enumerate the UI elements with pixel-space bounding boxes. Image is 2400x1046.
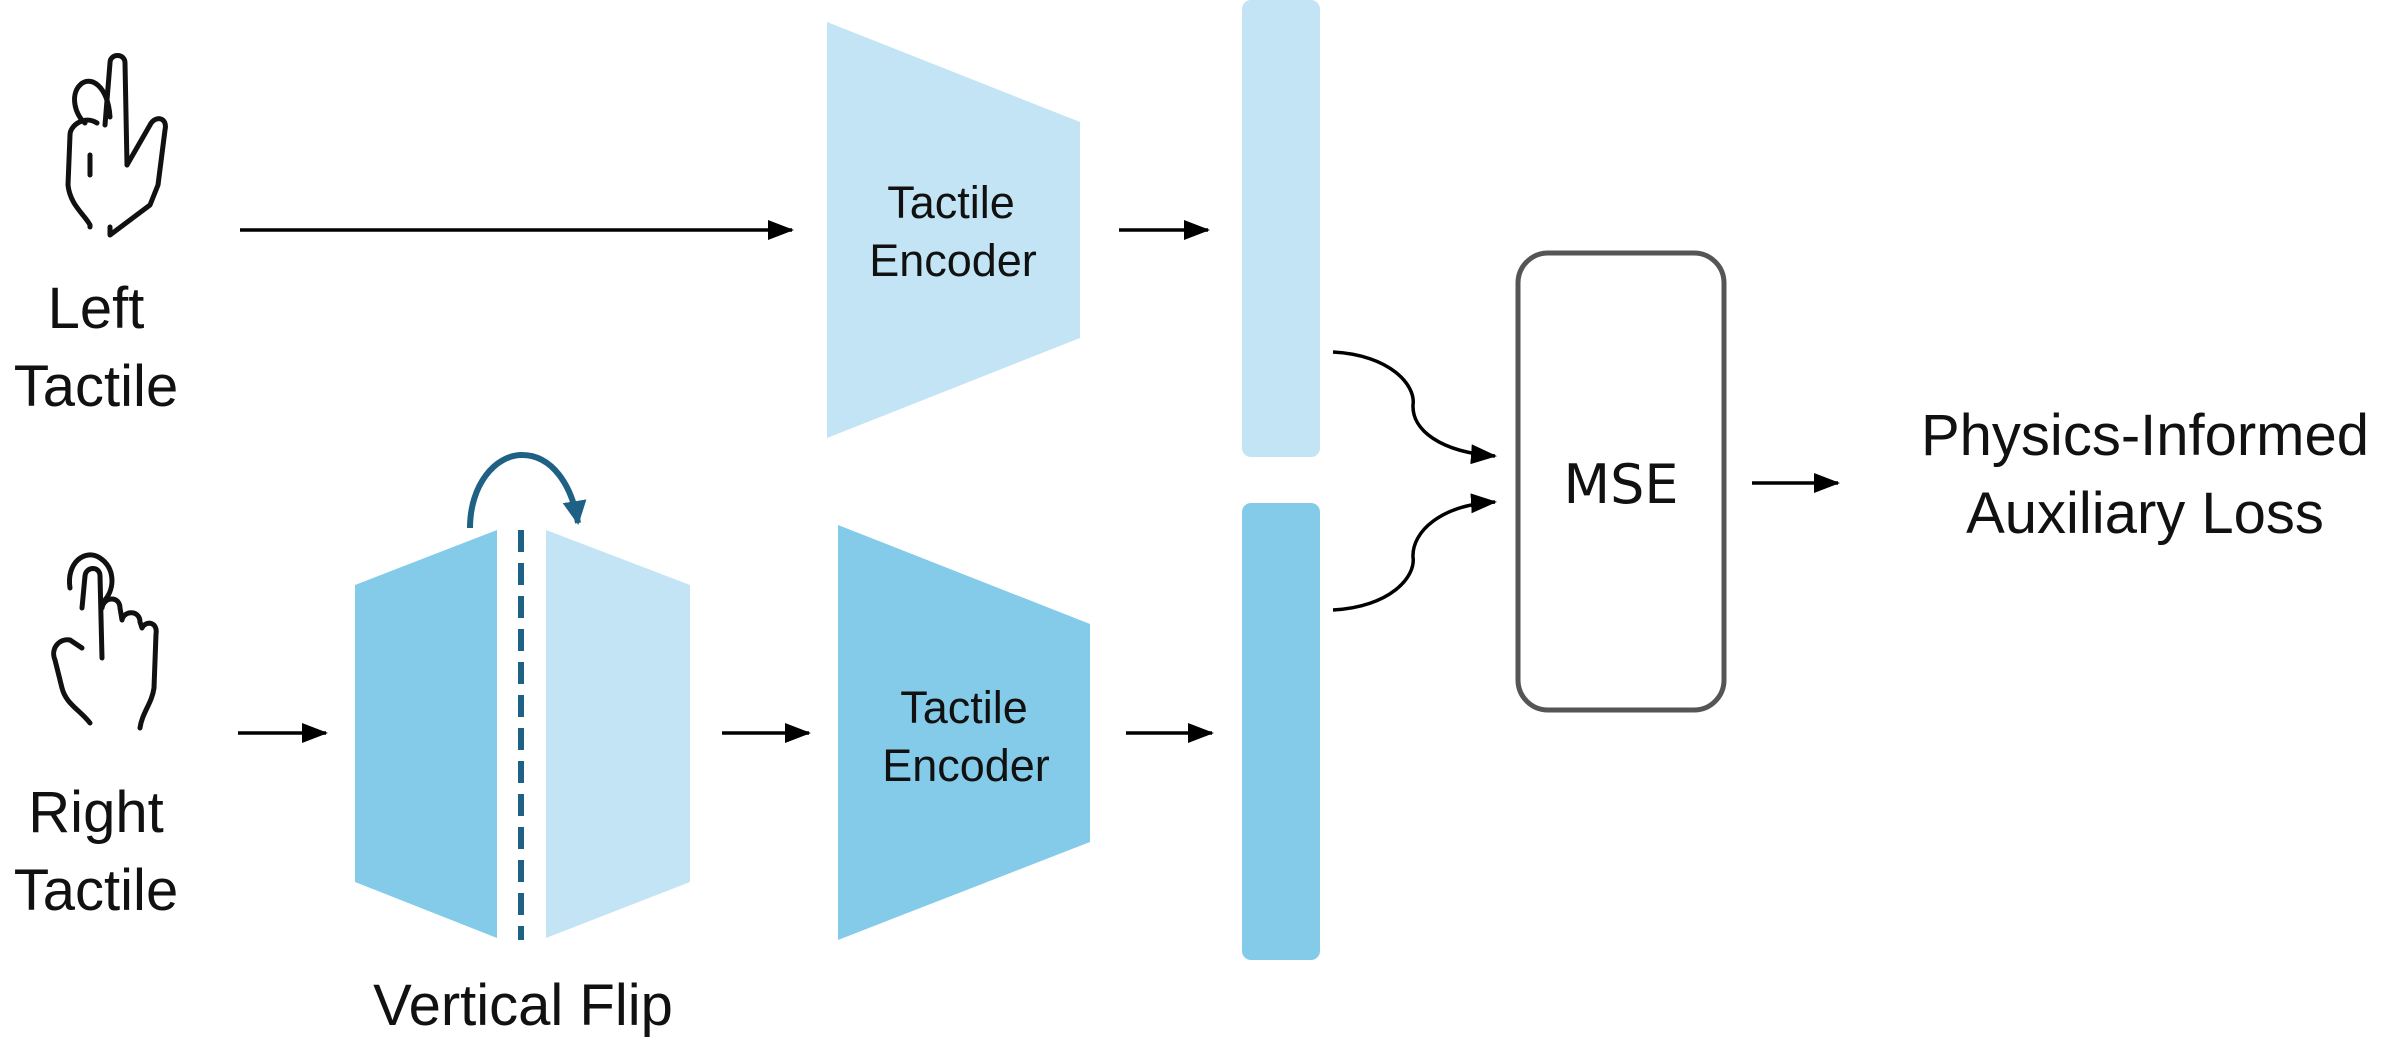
flip-left-panel (355, 530, 497, 938)
bottom-feature-to-mse-arrow (1332, 493, 1497, 612)
mse-label: MSE (1564, 453, 1679, 516)
rotate-arrow-icon (467, 451, 587, 529)
flip-right-panel (546, 530, 690, 938)
bottom-encoder-label-line2: Encoder (882, 740, 1050, 791)
top-tactile-encoder (827, 22, 1080, 438)
bottom-encoder-label-line1: Tactile (900, 682, 1028, 733)
left-hand-icon (65, 53, 168, 238)
vertical-flip-label: Vertical Flip (373, 973, 673, 1038)
left-tactile-label-line1: Left (48, 276, 145, 341)
bottom-feature-vector (1242, 503, 1320, 960)
right-tactile-label-line1: Right (28, 780, 163, 845)
mse-box (1515, 250, 1727, 713)
output-label-line1: Physics-Informed (1921, 403, 2369, 468)
bottom-tactile-encoder (838, 525, 1090, 940)
right-hand-icon (51, 552, 159, 731)
right-tactile-label-line2: Tactile (14, 858, 178, 923)
output-label-line2: Auxiliary Loss (1966, 481, 2324, 546)
left-tactile-label-line2: Tactile (14, 354, 178, 419)
top-encoder-label-line1: Tactile (887, 177, 1015, 228)
top-feature-vector (1242, 0, 1320, 457)
top-encoder-label-line2: Encoder (869, 235, 1037, 286)
top-feature-to-mse-arrow (1332, 350, 1497, 465)
